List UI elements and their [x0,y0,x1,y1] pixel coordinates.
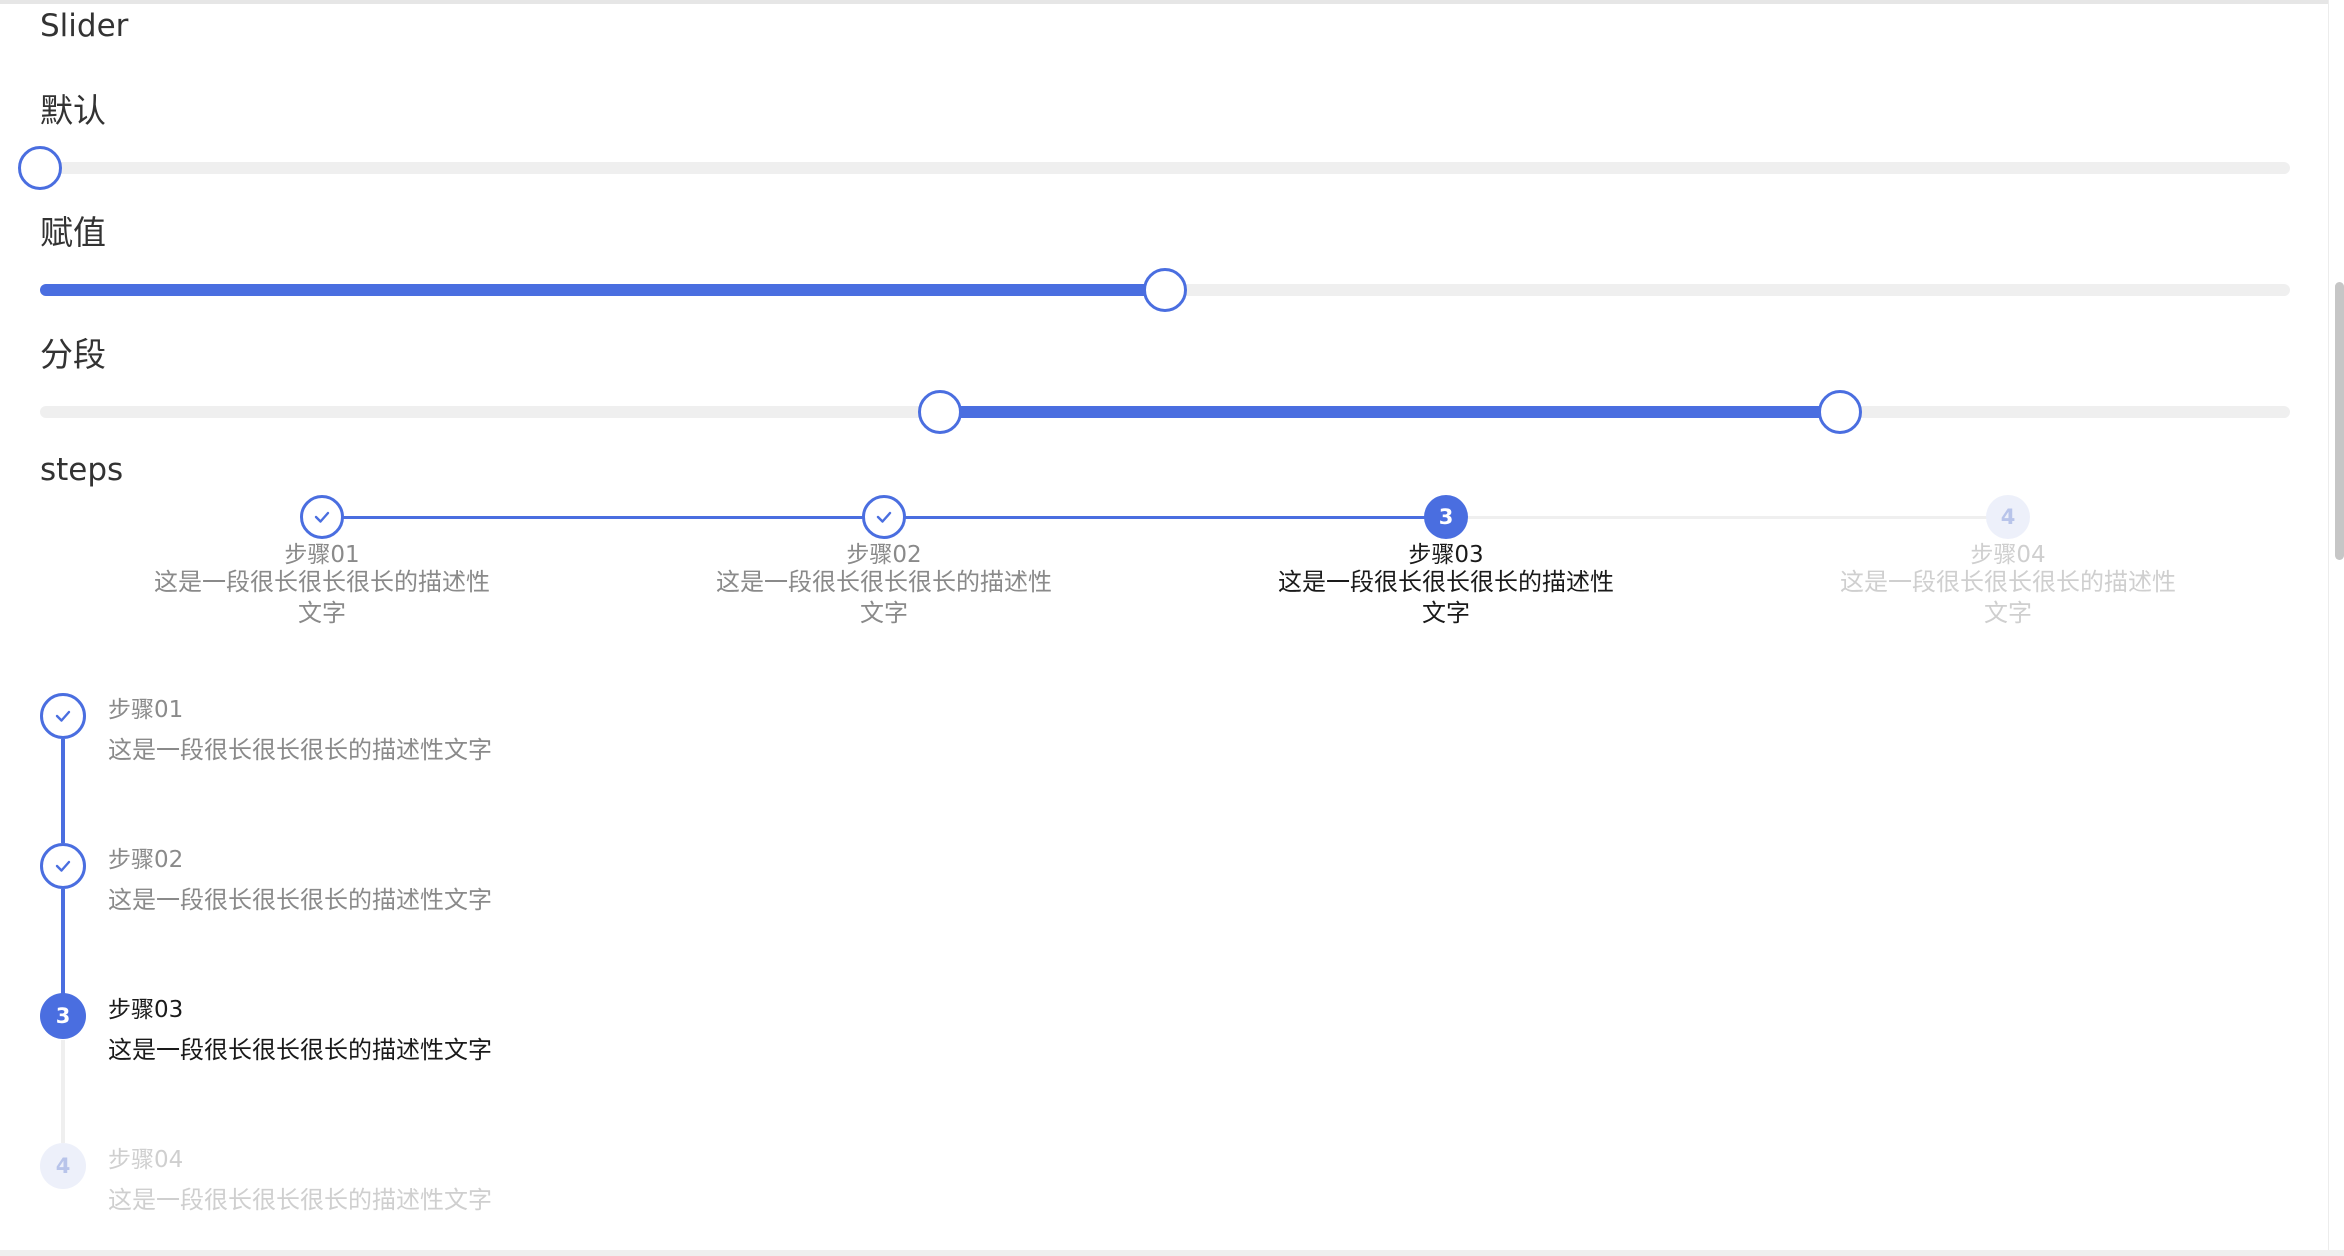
step-description: 这是一段很长很长很长的描述性文字 [716,568,1052,627]
slider-handle[interactable] [18,146,62,190]
default-slider[interactable] [18,146,2290,190]
step-status-circle [862,495,906,539]
step-description: 这是一段很长很长很长的描述性文字 [1840,568,2176,627]
step-item[interactable]: 步骤01 这是一段很长很长很长的描述性文字 [40,690,740,790]
check-icon [55,710,71,722]
bottom-border [0,1250,2344,1256]
scrollbar-track[interactable] [2328,0,2344,1250]
assigned-slider[interactable] [40,268,2290,312]
check-icon [314,511,330,523]
step-number-circle: 3 [40,993,86,1039]
step-item[interactable]: 3 步骤03 这是一段很长很长很长的描述性文字 [1266,490,1626,629]
step-title: 步骤02 [108,847,184,873]
step-status-circle [40,843,86,889]
step-title: 步骤04 [108,1147,184,1173]
slider-handle[interactable] [1143,268,1187,312]
step-description: 这是一段很长很长很长的描述性文字 [108,1036,492,1064]
step-item[interactable]: 步骤01 这是一段很长很长很长的描述性文字 [142,490,502,629]
step-description: 这是一段很长很长很长的描述性文字 [108,1186,492,1214]
step-status-circle [40,693,86,739]
check-icon [876,511,892,523]
step-description: 这是一段很长很长很长的描述性文字 [108,886,492,914]
step-description: 这是一段很长很长很长的描述性文字 [1278,568,1614,627]
steps-section-label: steps [40,452,124,488]
check-icon [55,860,71,872]
slider-rail[interactable] [40,162,2290,174]
step-title: 步骤03 [1408,542,1484,568]
step-connector [322,516,884,519]
scrollbar-thumb[interactable] [2335,282,2344,560]
step-title: 步骤04 [1970,542,2046,568]
step-item[interactable]: 4 步骤04 这是一段很长很长很长的描述性文字 [1828,490,2188,629]
step-item[interactable]: 步骤02 这是一段很长很长很长的描述性文字 [40,840,740,940]
step-number-circle: 4 [1986,495,2030,539]
step-title: 步骤02 [846,542,922,568]
step-number-circle: 4 [40,1143,86,1189]
slider-start-handle[interactable] [918,390,962,434]
step-connector [61,889,65,994]
step-number-circle: 3 [1424,495,1468,539]
step-description: 这是一段很长很长很长的描述性文字 [154,568,490,627]
step-item[interactable]: 步骤02 这是一段很长很长很长的描述性文字 [704,490,1064,629]
default-slider-label: 默认 [40,91,106,130]
step-status-circle [300,495,344,539]
step-title: 步骤03 [108,997,184,1023]
step-connector [884,516,1446,519]
step-item[interactable]: 4 步骤04 这是一段很长很长很长的描述性文字 [40,1140,740,1240]
step-connector [1446,516,2008,519]
step-title: 步骤01 [108,697,184,723]
slider-fill [940,406,1840,418]
assigned-slider-label: 赋值 [40,213,106,252]
step-connector [61,739,65,843]
page-title: Slider [40,8,129,44]
range-slider-label: 分段 [40,335,106,374]
vertical-steps: 步骤01 这是一段很长很长很长的描述性文字 步骤02 这是一段很长很长很长的描述… [40,690,740,1230]
step-item[interactable]: 3 步骤03 这是一段很长很长很长的描述性文字 [40,990,740,1090]
step-title: 步骤01 [284,542,360,568]
horizontal-steps: 步骤01 这是一段很长很长很长的描述性文字 步骤02 这是一段很长很长很长的描述… [40,490,2290,640]
step-connector [61,1040,65,1143]
slider-end-handle[interactable] [1818,390,1862,434]
step-description: 这是一段很长很长很长的描述性文字 [108,736,492,764]
range-slider[interactable] [40,390,2290,434]
top-border [0,0,2344,4]
slider-fill [40,284,1165,296]
